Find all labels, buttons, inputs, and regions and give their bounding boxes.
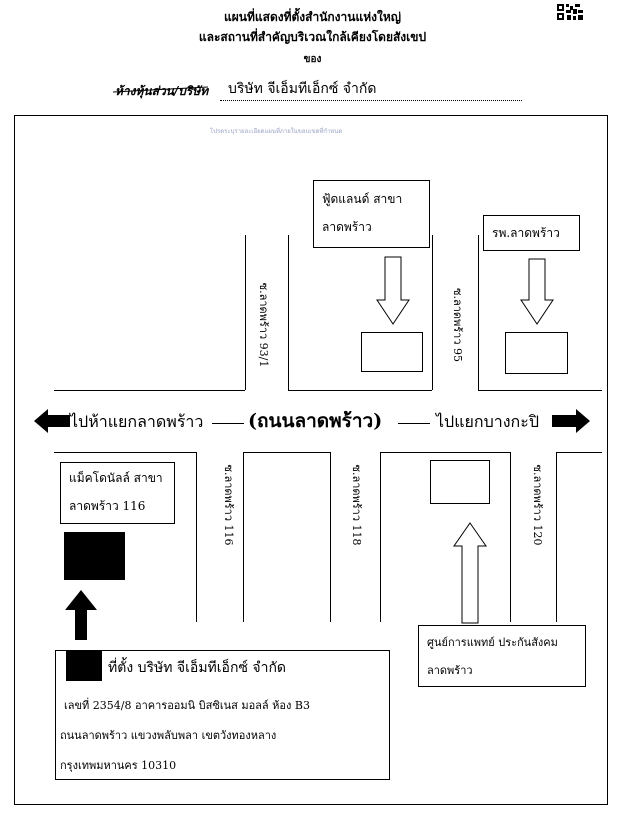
soi-95-left-edge [432, 235, 433, 390]
office-marker [66, 651, 102, 681]
road-edge-bottom-4 [556, 452, 602, 453]
soi-116-left-edge [196, 452, 197, 622]
soi-118-right-edge [380, 452, 381, 622]
map-note: โปรดระบุรายละเอียดแผนที่ภายในขอบเขตที่กำ… [210, 128, 343, 135]
soi-120-label: ซ.ลาดพร้าว 120 [531, 464, 544, 546]
soi-93-1-right-edge [288, 235, 289, 390]
arrow-left-icon [34, 409, 70, 433]
medical-line-2: ลาดพร้าว [427, 664, 473, 677]
road-edge-top-2 [288, 390, 432, 391]
arrow-right-icon [552, 409, 590, 433]
soi-95-right-edge [478, 235, 479, 390]
struck-label: ห้างหุ้นส่วน/บริษัท [115, 82, 208, 101]
soi-118-left-edge [330, 452, 331, 622]
of-label: ของ [303, 54, 322, 65]
road-edge-top-3 [478, 390, 602, 391]
title-line-1: แผนที่แสดงที่ตั้งสำนักงานแห่งใหญ่ [224, 10, 401, 24]
hospital-label: รพ.ลาดพร้าว [492, 226, 560, 240]
mcdonalds-line-1: แม็คโดนัลล์ สาขา [69, 471, 163, 485]
soi-93-1-label: ซ.ลาดพร้าว 93/1 [257, 282, 270, 368]
road-edge-bottom-2 [243, 452, 330, 453]
foodland-line-1: ฟู้ดแลนด์ สาขา [322, 192, 403, 206]
main-road-label: (ถนนลาดพร้าว) [248, 410, 383, 432]
soi-120-left-edge [510, 452, 511, 622]
foodland-arrow-icon [376, 256, 410, 325]
company-line: ห้างหุ้นส่วน/บริษัท บริษัท จีเอ็มทีเอ็กซ… [115, 78, 522, 101]
road-edge-bottom-3 [380, 452, 510, 453]
hospital-building [505, 332, 568, 374]
hospital-label-box: รพ.ลาดพร้าว [483, 215, 580, 251]
soi-120-right-edge [556, 452, 557, 622]
address-line-2: ถนนลาดพร้าว แขวงพลับพลา เขตวังทองหลาง [60, 729, 277, 742]
foodland-building [361, 332, 423, 372]
dash-left [212, 423, 244, 424]
foodland-line-2: ลาดพร้าว [322, 220, 372, 234]
soi-116-right-edge [243, 452, 244, 622]
mcdonalds-line-2: ลาดพร้าว 116 [69, 499, 146, 513]
office-arrow-icon [65, 590, 97, 640]
to-left-label: ไปห้าแยกลาดพร้าว [70, 412, 204, 431]
dash-right [398, 423, 430, 424]
soi-116-label: ซ.ลาดพร้าว 116 [222, 464, 235, 546]
foodland-label-box: ฟู้ดแลนด์ สาขา ลาดพร้าว [313, 180, 430, 248]
road-edge-top-1 [54, 390, 245, 391]
soi-95-label: ซ.ลาดพร้าว 95 [451, 287, 464, 363]
medical-label-box: ศูนย์การแพทย์ ประกันสังคม ลาดพร้าว [418, 625, 586, 687]
address-line-1: เลขที่ 2354/8 อาคารออมนิ บิสซิเนส มอลล์ … [64, 699, 310, 712]
office-building [64, 532, 125, 580]
medical-line-1: ศูนย์การแพทย์ ประกันสังคม [427, 636, 558, 649]
title-line-2: และสถานที่สำคัญบริเวณใกล้เคียงโดยสังเขป [198, 30, 427, 44]
office-heading: ที่ตั้ง บริษัท จีเอ็มทีเอ็กซ์ จำกัด [108, 660, 287, 676]
medical-arrow-icon [453, 522, 487, 624]
road-edge-bottom-1 [54, 452, 196, 453]
hospital-arrow-icon [520, 258, 554, 325]
address-line-3: กรุงเทพมหานคร 10310 [60, 759, 177, 772]
soi-118-label: ซ.ลาดพร้าว 118 [350, 464, 363, 546]
to-right-label: ไปแยกบางกะปิ [436, 412, 539, 431]
soi-93-1-left-edge [245, 235, 246, 390]
mcdonalds-label-box: แม็คโดนัลล์ สาขา ลาดพร้าว 116 [60, 462, 175, 524]
office-address-box: ที่ตั้ง บริษัท จีเอ็มทีเอ็กซ์ จำกัด เลขท… [55, 650, 390, 780]
map-frame [14, 115, 608, 805]
medical-building [430, 460, 490, 504]
qr-code-icon [557, 4, 583, 20]
company-name: บริษัท จีเอ็มทีเอ็กซ์ จำกัด [220, 78, 522, 101]
